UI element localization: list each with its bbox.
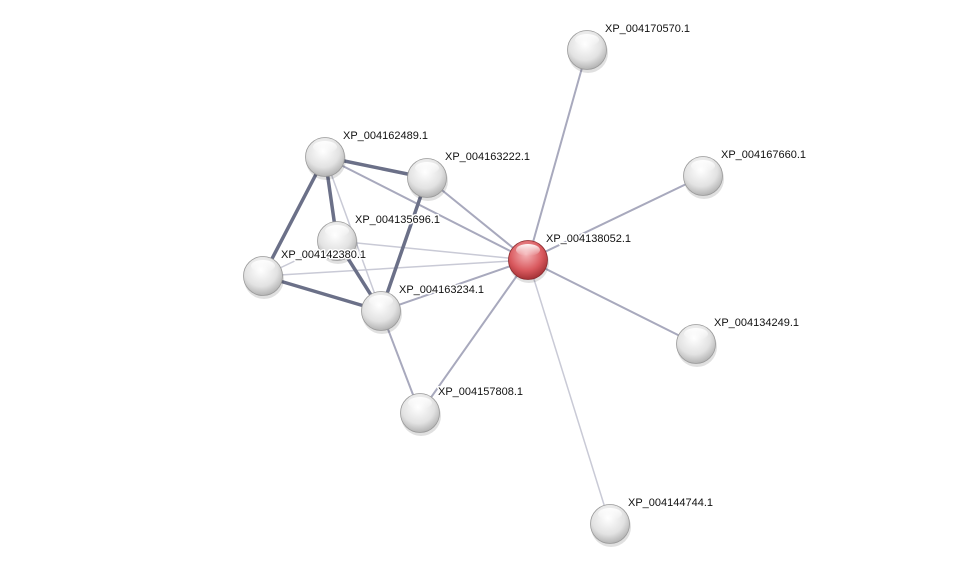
edge-n0-n10[interactable] xyxy=(419,259,529,414)
node-label: XP_004134249.1 xyxy=(714,317,799,329)
edge-n8-n9[interactable] xyxy=(262,274,382,313)
edge-n0-n7[interactable] xyxy=(336,240,529,261)
node-label: XP_004162489.1 xyxy=(343,130,428,142)
protein-node[interactable]: XP_004134249.1 xyxy=(676,316,801,367)
protein-node[interactable]: XP_004144744.1 xyxy=(590,496,715,547)
edge-n5-n8[interactable] xyxy=(261,156,327,277)
edge-n0-n5[interactable] xyxy=(324,156,529,261)
protein-node[interactable]: XP_004167660.1 xyxy=(683,148,808,199)
node-label: XP_004170570.1 xyxy=(605,23,690,35)
edge-n0-n2[interactable] xyxy=(527,175,704,261)
protein-node[interactable]: XP_004142380.1 xyxy=(243,248,368,299)
protein-node[interactable]: XP_004163234.1 xyxy=(361,283,486,334)
edge-n0-n6[interactable] xyxy=(426,177,529,261)
node-label: XP_004163234.1 xyxy=(399,284,484,296)
edge-n0-n3[interactable] xyxy=(527,259,697,345)
node-label: XP_004142380.1 xyxy=(281,249,366,261)
edge-n0-n4[interactable] xyxy=(527,259,611,525)
node-label: XP_004167660.1 xyxy=(721,149,806,161)
protein-node[interactable]: XP_004162489.1 xyxy=(305,129,430,180)
edge-n0-n9[interactable] xyxy=(380,259,529,312)
query-protein-node[interactable]: XP_004138052.1 xyxy=(508,232,633,283)
edge-n0-n1[interactable] xyxy=(527,49,588,261)
node-label: XP_004138052.1 xyxy=(546,233,631,245)
protein-node[interactable]: XP_004157808.1 xyxy=(400,385,525,436)
node-label: XP_004163222.1 xyxy=(445,151,530,163)
node-label: XP_004135696.1 xyxy=(355,214,440,226)
node-label: XP_004157808.1 xyxy=(438,386,523,398)
node-label: XP_004144744.1 xyxy=(628,497,713,509)
protein-node[interactable]: XP_004170570.1 xyxy=(567,22,692,73)
protein-node[interactable]: XP_004163222.1 xyxy=(407,150,532,201)
protein-node[interactable]: XP_004135696.1 xyxy=(317,213,442,264)
edge-n6-n9[interactable] xyxy=(379,177,429,312)
